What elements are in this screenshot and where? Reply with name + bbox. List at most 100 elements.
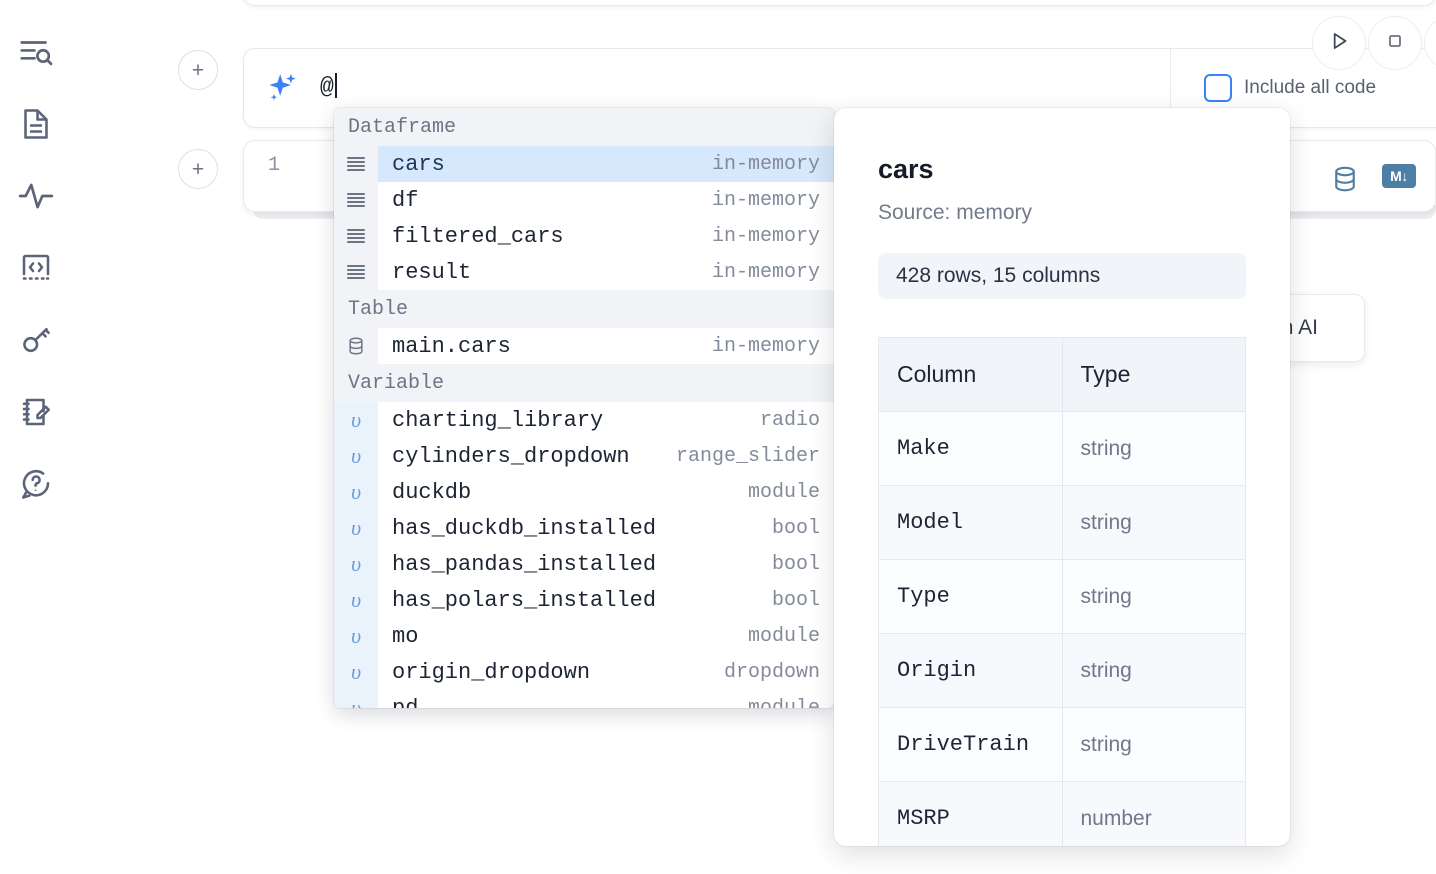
dropdown-item-type: in-memory <box>711 152 820 176</box>
sidebar-item-activity[interactable] <box>8 160 64 232</box>
schema-column-type: string <box>1061 485 1246 560</box>
variable-icon: υ <box>350 587 362 612</box>
dropdown-item-name: mo <box>392 623 419 649</box>
variable-icon: υ <box>350 443 362 468</box>
sidebar <box>0 0 72 874</box>
variable-icon: υ <box>350 695 362 708</box>
dropdown-item-type: module <box>747 696 820 709</box>
sidebar-item-scratchpad[interactable] <box>8 376 64 448</box>
dropdown-item-icon <box>334 328 378 364</box>
variable-icon: υ <box>350 515 362 540</box>
markdown-icon[interactable]: M↓ <box>1382 164 1416 188</box>
schema-column-type: string <box>1061 633 1246 708</box>
variable-icon: υ <box>350 623 362 648</box>
dropdown-item-name: origin_dropdown <box>392 659 591 685</box>
dropdown-item[interactable]: υ origin_dropdown dropdown <box>334 654 834 690</box>
stop-button[interactable] <box>1368 16 1422 70</box>
markdown-icon-letter: M <box>1390 168 1402 184</box>
dropdown-item-name: cars <box>392 151 445 177</box>
database-icon <box>346 336 366 356</box>
run-button[interactable] <box>1312 16 1366 70</box>
panel-source: Source: memory <box>878 201 1033 224</box>
schema-column-name: Model <box>878 485 1063 560</box>
text-caret <box>334 73 337 98</box>
database-icon[interactable] <box>1330 164 1360 199</box>
sidebar-item-snippets[interactable] <box>8 232 64 304</box>
dropdown-item-type: bool <box>771 588 820 612</box>
panel-shape: 428 rows, 15 columns <box>878 253 1246 299</box>
dropdown-item-type: in-memory <box>711 334 820 358</box>
dropdown-item-name: main.cars <box>392 333 511 359</box>
column-header: Column <box>878 337 1063 412</box>
include-all-code-toggle[interactable]: Include all code <box>1204 74 1376 102</box>
document-icon <box>18 106 54 142</box>
dropdown-item-name: df <box>392 187 419 213</box>
dropdown-item-icon <box>334 218 378 254</box>
schema-column-name: Make <box>878 411 1063 486</box>
ai-prompt-input[interactable]: @ <box>320 73 337 101</box>
dropdown-item-icon: υ <box>334 618 378 654</box>
dropdown-item-type: in-memory <box>711 260 820 284</box>
plus-icon: + <box>191 58 205 82</box>
help-chat-icon <box>18 466 54 502</box>
cell-action-icons: M↓ <box>1330 164 1416 199</box>
add-cell-button-bottom[interactable]: + <box>178 149 218 189</box>
sidebar-item-secrets[interactable] <box>8 304 64 376</box>
dropdown-item[interactable]: cars in-memory <box>334 146 834 182</box>
sidebar-item-help[interactable] <box>8 448 64 520</box>
dropdown-item-icon <box>334 182 378 218</box>
variable-icon: υ <box>350 659 362 684</box>
dropdown-item-icon <box>334 254 378 290</box>
dropdown-item-type: radio <box>759 408 820 432</box>
dropdown-group-header: Variable <box>334 364 834 402</box>
panel-title: cars <box>878 154 934 184</box>
sparkles-icon <box>266 71 300 105</box>
dropdown-item-name: filtered_cars <box>392 223 564 249</box>
dropdown-item-icon: υ <box>334 546 378 582</box>
dropdown-item-icon: υ <box>334 402 378 438</box>
dropdown-group-header: Table <box>334 290 834 328</box>
add-cell-button-top[interactable]: + <box>178 50 218 90</box>
sidebar-item-explore[interactable] <box>8 16 64 88</box>
include-all-code-checkbox[interactable] <box>1204 74 1232 102</box>
schema-column-name: DriveTrain <box>878 707 1063 782</box>
sidebar-item-notebook[interactable] <box>8 88 64 160</box>
generate-with-ai-label: h AI <box>1281 316 1318 339</box>
dropdown-item[interactable]: υ has_polars_installed bool <box>334 582 834 618</box>
variable-icon: υ <box>350 551 362 576</box>
dropdown-item-name: has_polars_installed <box>392 587 657 613</box>
dropdown-item-type: bool <box>771 552 820 576</box>
dropdown-item-type: dropdown <box>723 660 820 684</box>
schema-column-type: string <box>1061 411 1246 486</box>
dropdown-item-body: has_polars_installed bool <box>378 582 834 618</box>
plus-icon: + <box>191 157 205 181</box>
dropdown-item[interactable]: main.cars in-memory <box>334 328 834 364</box>
previous-cell-fragment <box>243 0 1436 6</box>
schema-column-name: Type <box>878 559 1063 634</box>
dropdown-item-type: module <box>747 480 820 504</box>
dropdown-item-icon: υ <box>334 690 378 708</box>
